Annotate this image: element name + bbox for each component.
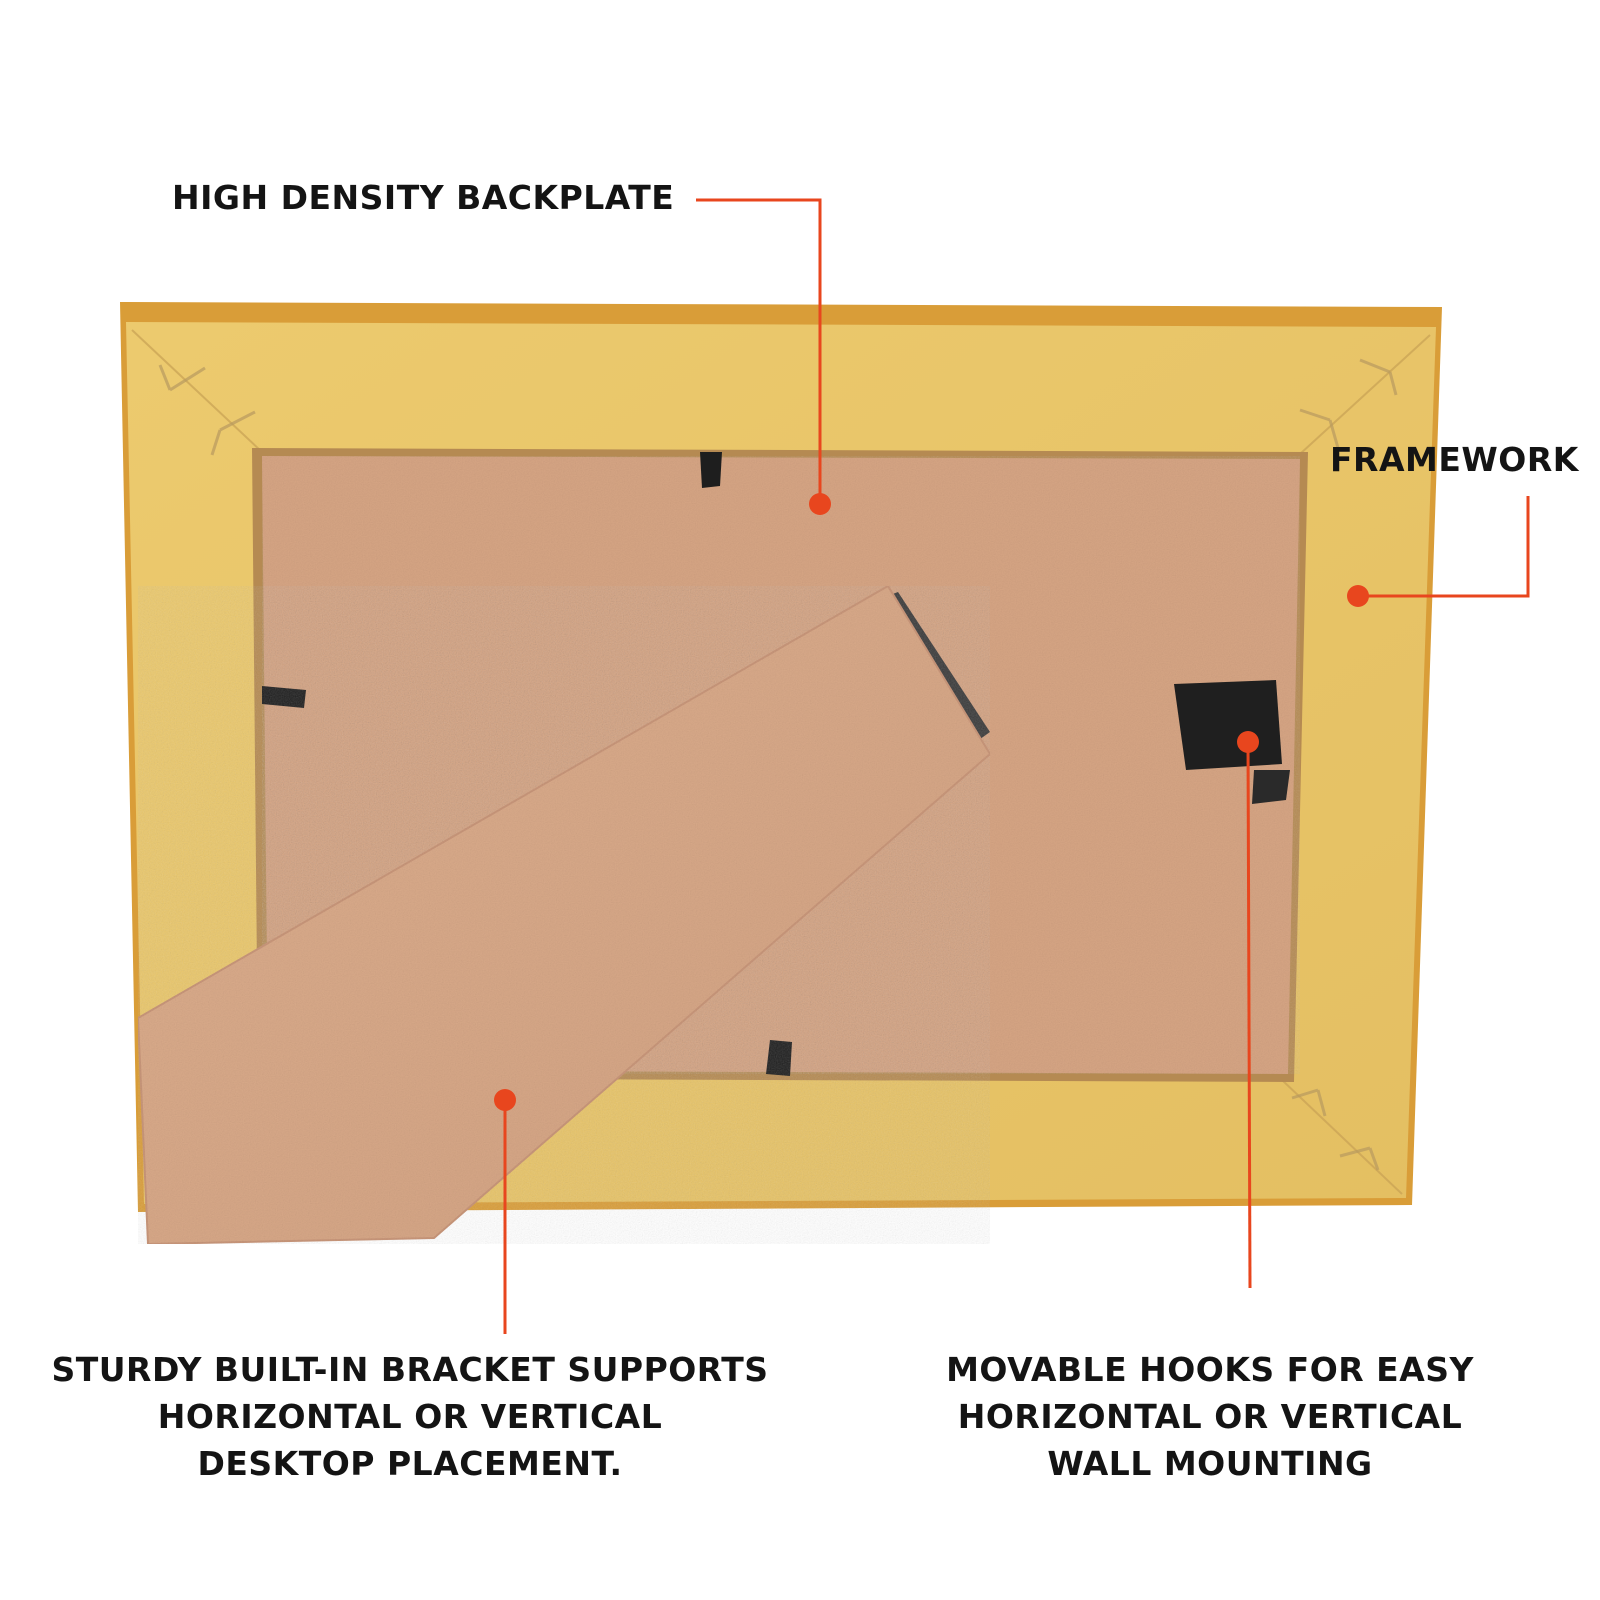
- retention-clips: [262, 452, 792, 1076]
- callout-framework-text: FRAMEWORK: [1330, 440, 1579, 479]
- easel-stand: [136, 584, 992, 1246]
- callout-high-density-backplate: HIGH DENSITY BACKPLATE: [172, 174, 674, 221]
- frame-miter-seams: [131, 329, 1431, 1195]
- clip-left: [262, 686, 306, 708]
- callout-hooks-line2: HORIZONTAL OR VERTICAL: [957, 1397, 1463, 1436]
- leader-framework: [1358, 496, 1530, 598]
- hook-tab: [1252, 770, 1290, 804]
- callout-bracket-line2: HORIZONTAL OR VERTICAL: [157, 1397, 663, 1436]
- dot-hooks: [1237, 731, 1259, 753]
- leader-hooks: [1246, 741, 1252, 1289]
- callout-hooks: MOVABLE HOOKS FOR EASY HORIZONTAL OR VER…: [940, 1346, 1480, 1487]
- clip-top: [700, 452, 722, 488]
- callout-bracket: STURDY BUILT-IN BRACKET SUPPORTS HORIZON…: [40, 1346, 780, 1487]
- callout-dots: [494, 493, 1369, 1111]
- callout-backplate-text: HIGH DENSITY BACKPLATE: [172, 178, 675, 217]
- hook-plate: [1174, 680, 1282, 770]
- callout-hooks-line1: MOVABLE HOOKS FOR EASY: [946, 1350, 1474, 1389]
- dot-framework: [1347, 585, 1369, 607]
- clip-bottom: [766, 1040, 792, 1076]
- dot-backplate: [809, 493, 831, 515]
- callout-hooks-line3: WALL MOUNTING: [1047, 1444, 1373, 1483]
- leader-backplate: [696, 198, 822, 504]
- callout-bracket-line3: DESKTOP PLACEMENT.: [197, 1444, 623, 1483]
- callout-framework: FRAMEWORK: [1330, 436, 1579, 483]
- corner-staple-marks: [158, 358, 1398, 1171]
- callout-bracket-line1: STURDY BUILT-IN BRACKET SUPPORTS: [51, 1350, 769, 1389]
- callout-leaders: [503, 198, 1530, 1334]
- dot-bracket: [494, 1089, 516, 1111]
